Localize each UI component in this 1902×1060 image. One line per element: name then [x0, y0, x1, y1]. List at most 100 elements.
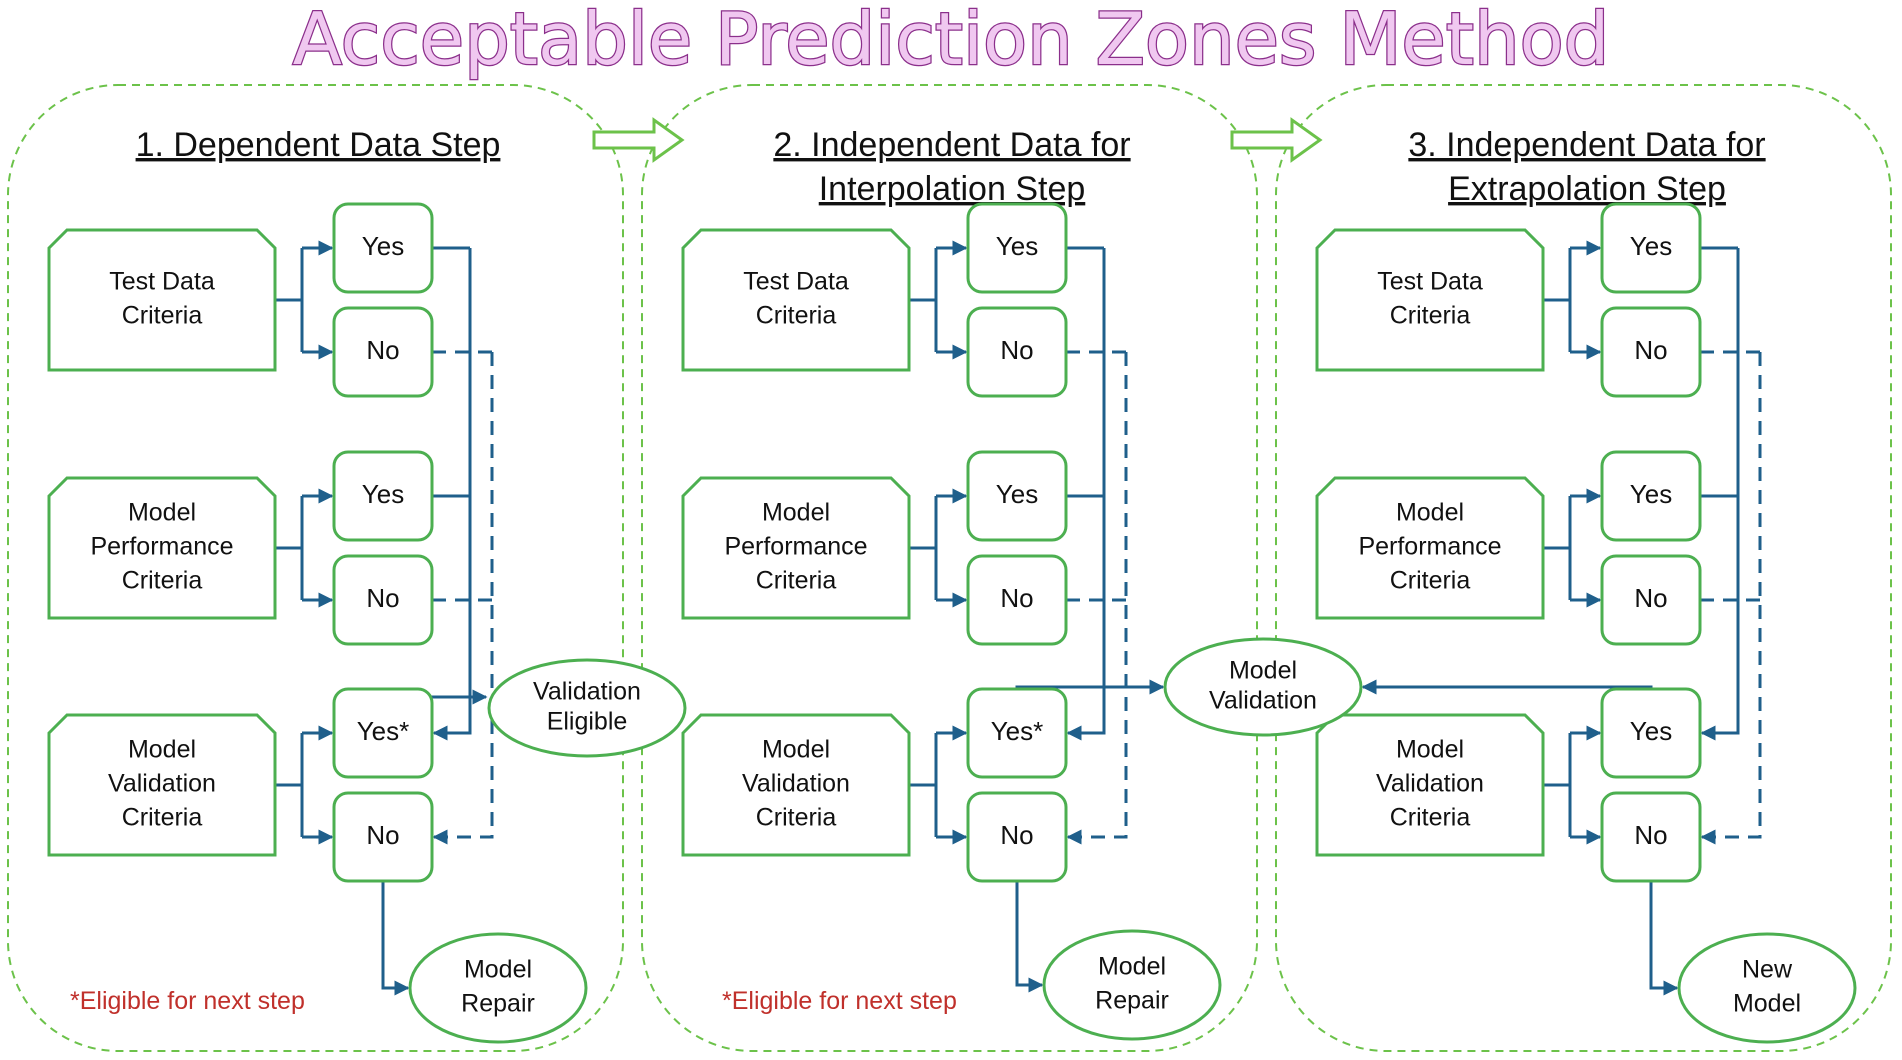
criteria-label-line: Criteria: [122, 567, 203, 595]
no-box: [332, 791, 434, 883]
eligible-note: *Eligible for next step: [722, 987, 957, 1015]
no-box: [1600, 554, 1702, 646]
yes-label: Yes: [362, 231, 404, 261]
outcome-label-line: Eligible: [547, 708, 628, 736]
end-node-label-line: Repair: [1095, 987, 1169, 1015]
step-title-line: 1. Dependent Data Step: [136, 126, 501, 164]
no-trunk: [1066, 352, 1128, 845]
criteria-label-line: Criteria: [1390, 567, 1471, 595]
no-label: No: [366, 820, 399, 850]
yes-label: Yes: [996, 231, 1038, 261]
yes-box: [1600, 687, 1702, 779]
criteria-box: [47, 713, 277, 857]
step-frames: [7, 84, 1892, 1052]
yes-box: [1600, 202, 1702, 294]
no-box: [1600, 791, 1702, 883]
criteria-box: [681, 713, 911, 857]
yes-trunk: [1066, 248, 1106, 741]
criteria-label-line: Validation: [1376, 770, 1484, 798]
criteria-label-line: Criteria: [756, 804, 837, 832]
criteria-label-line: Model: [128, 499, 196, 527]
split-connector: [275, 496, 304, 600]
criteria-label-line: Model: [1396, 736, 1464, 764]
yes-box: [966, 202, 1068, 294]
eligible-note: *Eligible for next step: [70, 987, 305, 1015]
criteria-box: [47, 228, 277, 372]
criteria-label-line: Test Data: [1377, 268, 1483, 296]
next-step-arrow-1: [592, 117, 685, 163]
split-connector: [1543, 248, 1572, 352]
yes-box: [966, 687, 1068, 779]
criteria-label-line: Validation: [108, 770, 216, 798]
criteria-label-line: Test Data: [109, 268, 215, 296]
step-title-line: Interpolation Step: [819, 170, 1086, 208]
yes-label: Yes*: [991, 716, 1044, 746]
step-title-line: 2. Independent Data for: [773, 126, 1130, 164]
criteria-box: [1315, 228, 1545, 372]
step-3-frame: [1275, 84, 1892, 1052]
split-connector: [1543, 496, 1572, 600]
end-node: [408, 932, 588, 1044]
criteria-box: [681, 476, 911, 620]
criteria-label-line: Criteria: [1390, 804, 1471, 832]
criteria-box: [47, 476, 277, 620]
yes-label: Yes*: [357, 716, 410, 746]
no-box: [332, 554, 434, 646]
no-box: [966, 554, 1068, 646]
no-label: No: [1634, 335, 1667, 365]
yes-label: Yes: [1630, 231, 1672, 261]
criteria-box: [681, 228, 911, 372]
no-label: No: [1634, 583, 1667, 613]
split-connector: [909, 248, 938, 352]
split-connector: [275, 248, 304, 352]
no-label: No: [366, 583, 399, 613]
connectors: [275, 240, 1762, 996]
yes-label: Yes: [996, 479, 1038, 509]
yes-box: [332, 687, 434, 779]
split-connector: [1543, 733, 1572, 837]
criteria-label-line: Validation: [742, 770, 850, 798]
step-1-title: 1. Dependent Data Step: [136, 126, 501, 164]
validation-eligible-node: [487, 658, 687, 758]
to-end-node: [1649, 881, 1679, 996]
criteria-label-line: Performance: [1358, 533, 1501, 561]
next-step-arrow-2: [1230, 117, 1323, 163]
criteria-label-line: Performance: [724, 533, 867, 561]
diagram-title: Acceptable Prediction Zones Method: [293, 0, 1610, 81]
yes-label: Yes: [1630, 479, 1672, 509]
split-connector: [909, 496, 938, 600]
step-title-line: Extrapolation Step: [1448, 170, 1726, 208]
criteria-label-line: Model: [762, 736, 830, 764]
no-label: No: [1000, 583, 1033, 613]
criteria-box: [1315, 476, 1545, 620]
no-box: [332, 306, 434, 398]
end-node-label-line: Model: [1733, 990, 1801, 1018]
no-label: No: [1000, 820, 1033, 850]
no-trunk: [432, 352, 494, 845]
criteria-label-line: Criteria: [756, 302, 837, 330]
end-node-label-line: Repair: [461, 990, 535, 1018]
to-end-node: [381, 881, 410, 996]
criteria-label-line: Criteria: [122, 804, 203, 832]
criteria-label-line: Criteria: [122, 302, 203, 330]
no-trunk: [1700, 352, 1762, 845]
step-1-frame: [7, 84, 624, 1052]
end-node: [1677, 932, 1857, 1044]
yes-box: [332, 202, 434, 294]
yes-box: [966, 450, 1068, 542]
yes-label: Yes: [362, 479, 404, 509]
